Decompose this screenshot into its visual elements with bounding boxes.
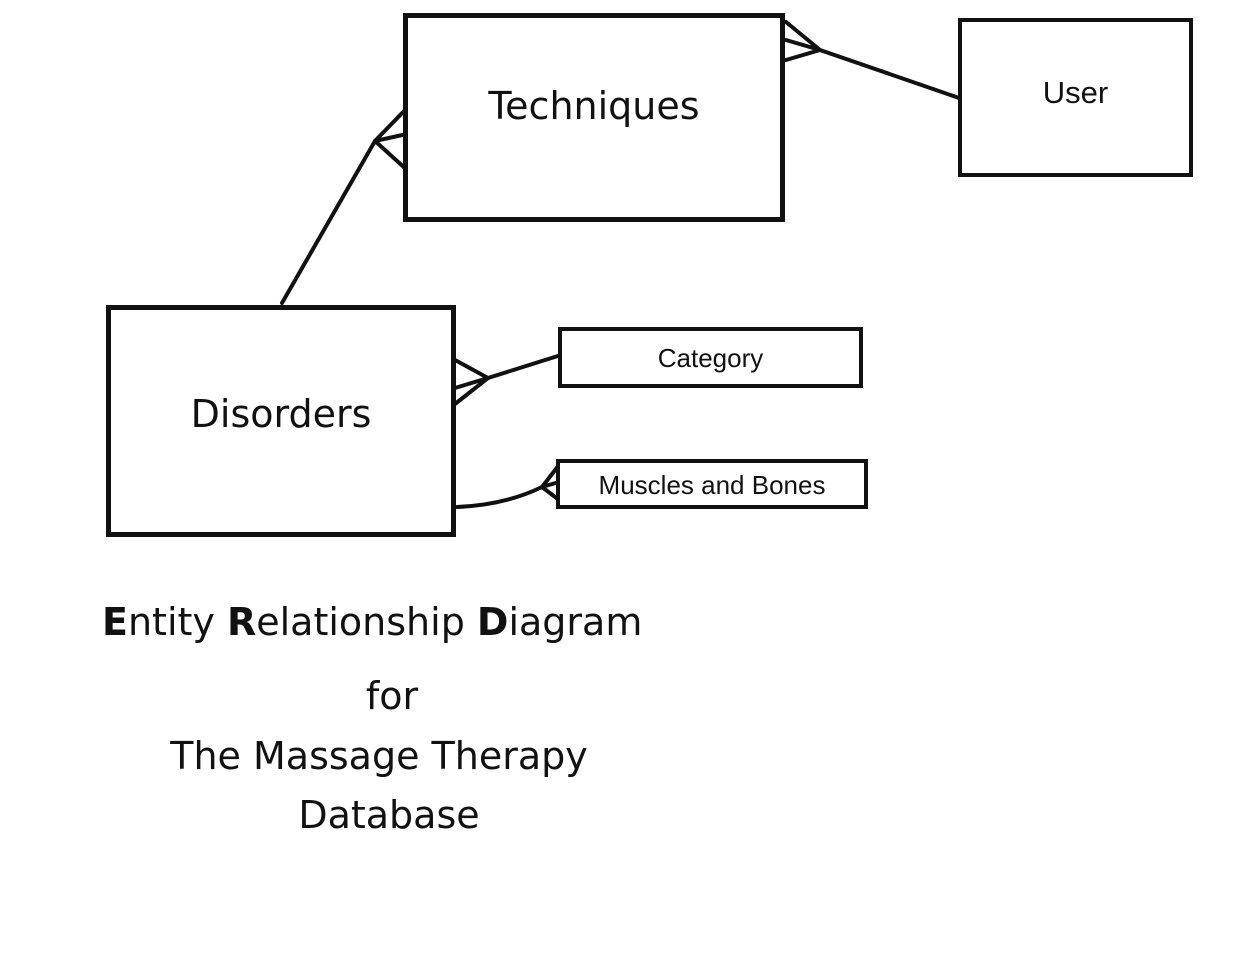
entity-muscles-and-bones: Muscles and Bones (556, 459, 868, 509)
caption-word-entity: ntity (127, 600, 227, 644)
entity-techniques: Techniques (403, 13, 785, 222)
entity-label-category: Category (657, 343, 764, 373)
entity-category: Category (558, 327, 863, 388)
entity-label-techniques: Techniques (488, 84, 700, 128)
entity-user: User (958, 18, 1193, 177)
relationship-disorders-muscles (455, 485, 544, 509)
entity-label-muscles-and-bones: Muscles and Bones (598, 470, 826, 500)
caption-title: Entity Relationship Diagram (102, 600, 642, 644)
crowfoot-disorders-techniques (373, 106, 409, 172)
caption-word-diagram: iagram (508, 600, 643, 644)
caption-initial-d: D (476, 600, 509, 644)
entity-disorders: Disorders (106, 305, 456, 537)
caption-for: for (365, 674, 419, 718)
caption-initial-r: R (226, 600, 257, 644)
entity-label-disorders: Disorders (190, 392, 372, 436)
crowfoot-techniques-user (784, 20, 822, 62)
caption-initial-e: E (102, 600, 128, 644)
relationship-disorders-techniques (280, 139, 377, 305)
entity-label-user: User (1042, 75, 1109, 110)
caption-subject-line-2: Database (298, 793, 480, 837)
relationship-disorders-category (486, 353, 563, 380)
relationship-techniques-user (818, 48, 964, 101)
caption-word-relationship: elationship (256, 600, 477, 644)
caption-subject-line-1: The Massage Therapy (170, 734, 588, 778)
crowfoot-disorders-category (453, 358, 490, 406)
